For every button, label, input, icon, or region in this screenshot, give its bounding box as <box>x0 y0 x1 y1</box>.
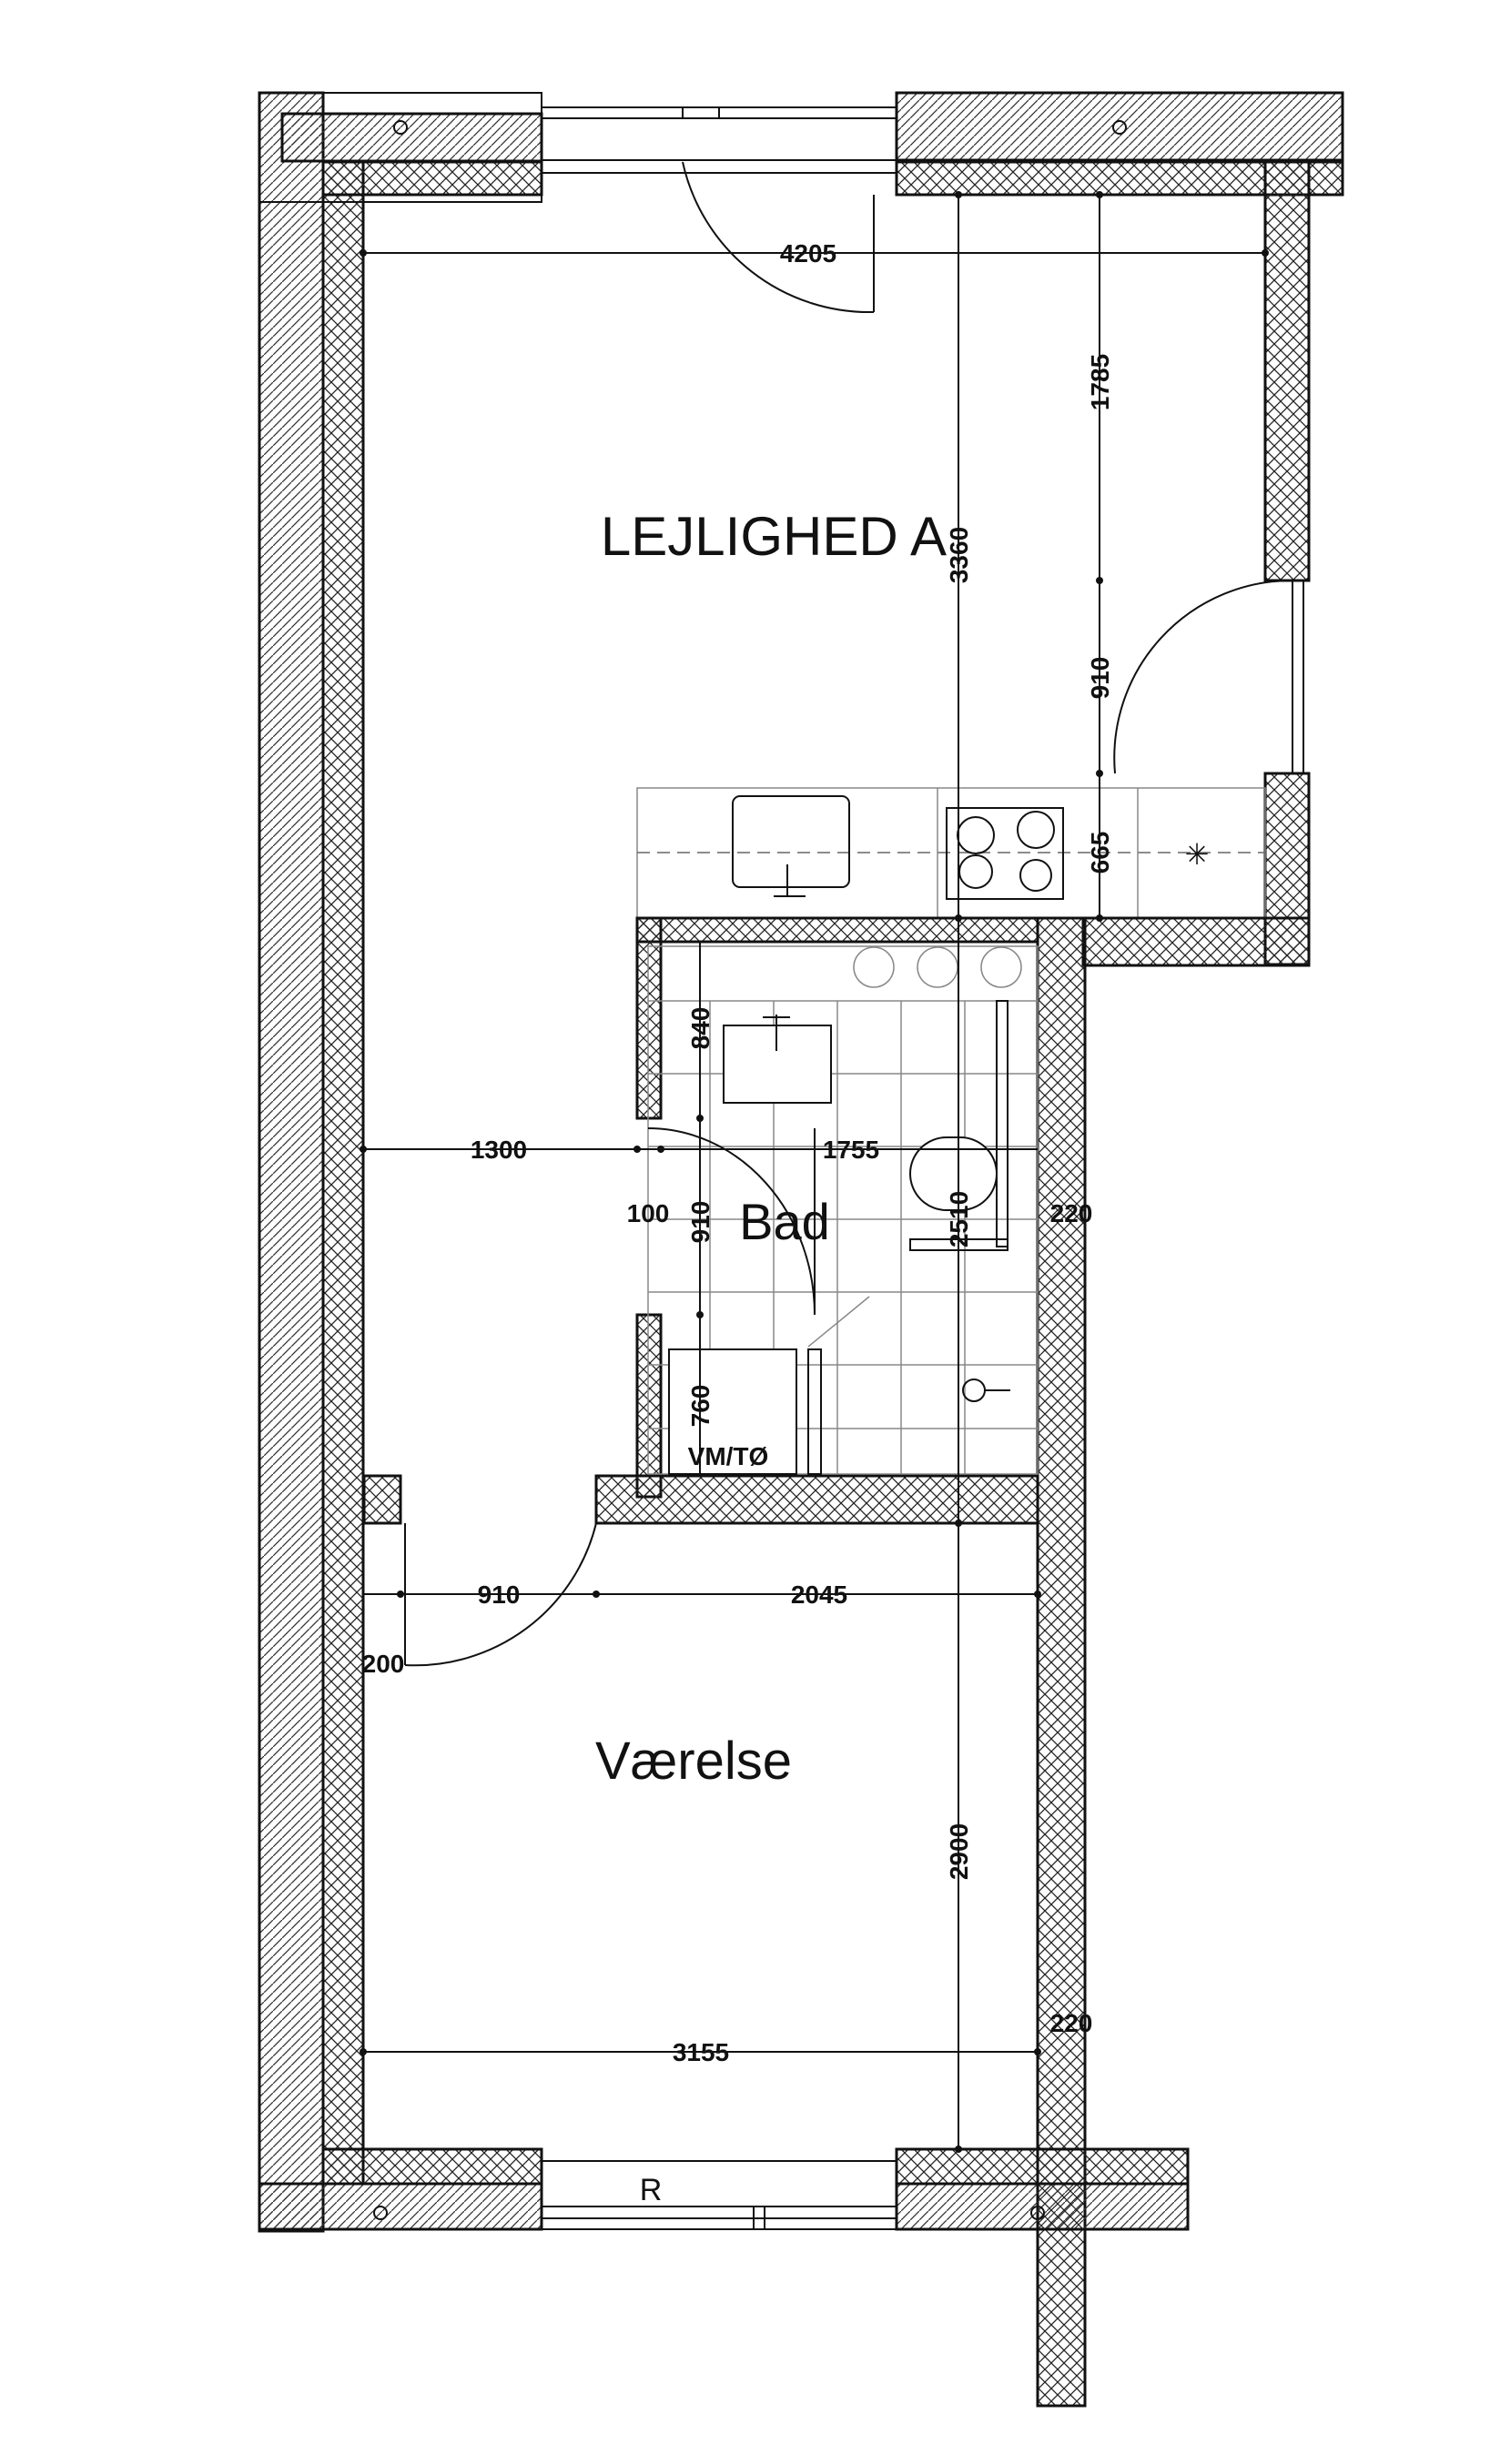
dim-right-door: 910 <box>1086 657 1114 700</box>
room-label-laundry: VM/TØ <box>688 1442 769 1470</box>
dim-bath-sink: 840 <box>686 1007 715 1050</box>
dim-laundry: 760 <box>686 1385 715 1428</box>
entry-door-top <box>682 161 875 314</box>
dim-bed-wall-right: 220 <box>1050 2009 1093 2037</box>
dim-bed-door: 910 <box>478 1580 521 1609</box>
room-label-apartment: LEJLIGHED A <box>601 506 947 567</box>
dim-right-upper: 1785 <box>1086 354 1114 410</box>
dimension-lines <box>360 191 1269 2153</box>
room-label-bedroom: Værelse <box>595 1732 792 1791</box>
kitchen-back-wall <box>1081 916 1311 967</box>
exterior-wall-left <box>258 91 542 2233</box>
kitchen-fixture-icon: ✳ <box>1185 838 1210 871</box>
dim-bath-height: 2510 <box>945 1191 973 1247</box>
dim-bed-wall-left: 200 <box>362 1650 405 1678</box>
exterior-wall-right-upper <box>1113 579 1311 966</box>
dim-kitchen-depth: 665 <box>1086 832 1114 874</box>
dim-bed-right: 2045 <box>791 1580 847 1609</box>
window-marker-label: R <box>640 2173 663 2207</box>
dim-bed-height: 2900 <box>945 1823 973 1880</box>
dim-top-width: 4205 <box>780 239 836 268</box>
dim-bath-wall: 220 <box>1050 1199 1093 1227</box>
dim-bath-width: 1755 <box>823 1136 879 1164</box>
window-top <box>542 106 897 174</box>
dim-bath-door: 910 <box>686 1201 715 1244</box>
bathroom-door <box>647 1127 816 1316</box>
dim-bath-gap: 100 <box>627 1199 670 1227</box>
room-label-bathroom: Bad <box>739 1193 830 1250</box>
exterior-wall-bottom <box>258 2147 1190 2231</box>
kitchen-counter: ✳ <box>636 787 1266 919</box>
window-bottom <box>542 2160 897 2230</box>
dim-hall-left: 1300 <box>471 1136 527 1164</box>
dim-main-height: 3360 <box>945 527 973 583</box>
bathroom-tiles <box>647 945 1039 1475</box>
exterior-wall-top <box>280 91 1344 582</box>
dim-bottom-width: 3155 <box>673 2038 729 2066</box>
